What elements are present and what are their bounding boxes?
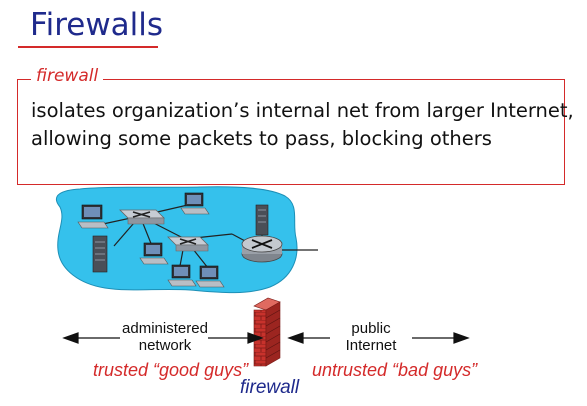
label-line: network bbox=[138, 337, 192, 354]
definition-line-2: allowing some packets to pass, blocking … bbox=[31, 127, 492, 150]
administered-network-arrow bbox=[62, 332, 264, 344]
definition-box bbox=[17, 79, 565, 185]
server-icon bbox=[92, 235, 108, 273]
firewall-wall-icon bbox=[253, 297, 281, 367]
public-internet-arrow bbox=[287, 332, 470, 344]
definition-label: firewall bbox=[31, 66, 104, 86]
definition-text: isolates organization’s internal net fro… bbox=[31, 97, 574, 153]
firewall-caption: firewall bbox=[240, 377, 300, 398]
public-internet-label: public Internet bbox=[330, 320, 412, 354]
label-line: Internet bbox=[345, 337, 397, 354]
administered-network-label: administered network bbox=[120, 320, 210, 354]
workstation-icon bbox=[167, 264, 197, 287]
workstation-icon bbox=[77, 204, 109, 229]
switch-icon bbox=[119, 209, 165, 225]
router-icon bbox=[241, 235, 283, 263]
untrusted-caption: untrusted “bad guys” bbox=[312, 360, 478, 380]
label-line: administered bbox=[122, 320, 208, 337]
slide-title: Firewalls bbox=[30, 7, 164, 43]
title-underline bbox=[18, 46, 158, 48]
workstation-icon bbox=[180, 192, 210, 215]
workstation-icon bbox=[139, 242, 169, 265]
label-line: public bbox=[351, 320, 391, 337]
switch-icon bbox=[167, 236, 209, 252]
workstation-icon bbox=[195, 265, 225, 288]
definition-line-1: isolates organization’s internal net fro… bbox=[31, 99, 574, 122]
trusted-caption: trusted “good guys” bbox=[93, 360, 249, 380]
server-icon bbox=[255, 204, 269, 236]
